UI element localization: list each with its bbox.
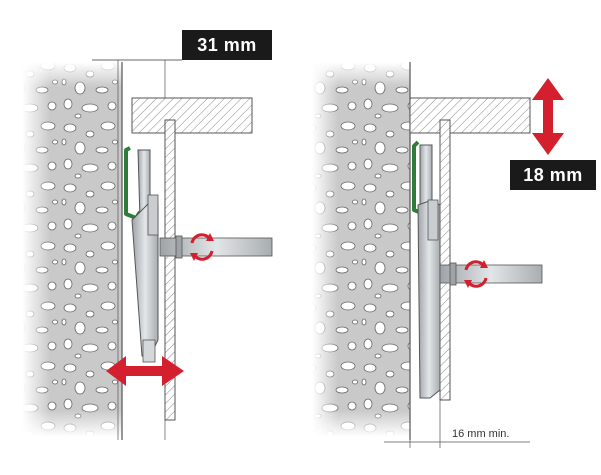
cabinet-side-left bbox=[164, 119, 176, 421]
rotate-icon bbox=[190, 233, 214, 261]
adjustment-rod-left bbox=[159, 237, 273, 257]
right-panel bbox=[312, 62, 564, 448]
double-arrow-horizontal-icon bbox=[106, 356, 184, 386]
dimension-label-18mm: 18 mm bbox=[510, 160, 596, 190]
cabinet-side-right bbox=[439, 119, 451, 401]
rotate-icon bbox=[464, 260, 488, 288]
left-panel bbox=[22, 59, 273, 440]
cabinet-top-left bbox=[131, 97, 253, 134]
dimension-label-16mm-min: 16 mm min. bbox=[452, 428, 510, 440]
double-arrow-vertical-icon bbox=[532, 78, 564, 155]
cabinet-top-right bbox=[409, 97, 531, 134]
dimension-label-31mm: 31 mm bbox=[182, 30, 272, 60]
